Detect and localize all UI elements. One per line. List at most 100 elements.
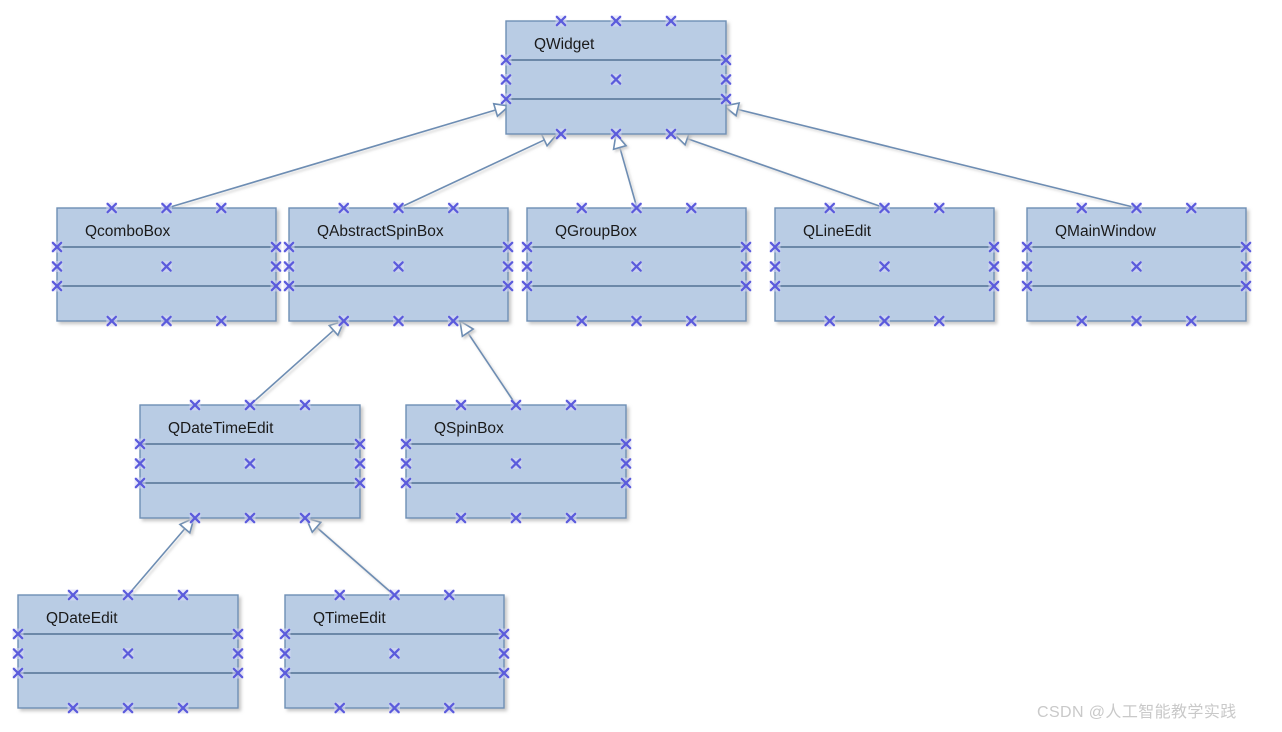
selection-handle[interactable] — [270, 261, 282, 272]
selection-handle[interactable] — [1076, 315, 1088, 327]
selection-handle[interactable] — [393, 202, 404, 214]
selection-handle[interactable] — [232, 628, 244, 640]
selection-handle[interactable] — [610, 15, 622, 27]
selection-handle[interactable] — [134, 438, 146, 450]
selection-handle[interactable] — [933, 315, 945, 327]
class-selection-handles[interactable] — [279, 589, 510, 714]
selection-handle[interactable] — [1131, 315, 1142, 327]
selection-handle[interactable] — [500, 54, 512, 66]
class-selection-handles[interactable] — [500, 15, 732, 140]
selection-handle[interactable] — [521, 261, 533, 272]
selection-handle[interactable] — [447, 315, 459, 327]
selection-handle[interactable] — [988, 261, 1000, 272]
selection-handle[interactable] — [521, 241, 533, 253]
selection-handle[interactable] — [215, 202, 227, 214]
selection-handle[interactable] — [720, 93, 732, 105]
selection-handle[interactable] — [1185, 315, 1197, 327]
selection-handle[interactable] — [500, 93, 512, 105]
class-selection-handles[interactable] — [134, 399, 366, 524]
class-selection-handles[interactable] — [1021, 202, 1252, 327]
selection-handle[interactable] — [502, 280, 514, 292]
selection-handle[interactable] — [1240, 241, 1252, 253]
selection-handle[interactable] — [500, 74, 512, 85]
selection-handle[interactable] — [555, 128, 567, 140]
selection-handle[interactable] — [1021, 280, 1033, 292]
selection-handle[interactable] — [769, 241, 781, 253]
class-selection-handles[interactable] — [521, 202, 752, 327]
generalization-arrow[interactable] — [722, 102, 1138, 209]
selection-handle[interactable] — [498, 628, 510, 640]
selection-handle[interactable] — [610, 74, 622, 85]
selection-handle[interactable] — [720, 74, 732, 85]
generalization-arrow[interactable] — [249, 319, 346, 406]
selection-handle[interactable] — [455, 399, 467, 411]
class-selection-handles[interactable] — [769, 202, 1000, 327]
selection-handle[interactable] — [879, 261, 890, 272]
selection-handle[interactable] — [189, 512, 201, 524]
selection-handle[interactable] — [51, 280, 63, 292]
selection-handle[interactable] — [510, 458, 522, 469]
selection-handle[interactable] — [232, 667, 244, 679]
selection-handle[interactable] — [631, 261, 642, 272]
selection-handle[interactable] — [244, 512, 256, 524]
selection-handle[interactable] — [1185, 202, 1197, 214]
selection-handle[interactable] — [447, 202, 459, 214]
selection-handle[interactable] — [685, 315, 697, 327]
selection-handle[interactable] — [565, 512, 577, 524]
selection-handle[interactable] — [879, 315, 890, 327]
selection-handle[interactable] — [279, 628, 291, 640]
selection-handle[interactable] — [283, 241, 295, 253]
selection-handle[interactable] — [879, 202, 890, 214]
selection-handle[interactable] — [161, 315, 172, 327]
generalization-arrow[interactable] — [458, 319, 517, 406]
selection-handle[interactable] — [400, 458, 412, 469]
selection-handle[interactable] — [988, 280, 1000, 292]
selection-handle[interactable] — [334, 702, 346, 714]
selection-handle[interactable] — [354, 438, 366, 450]
selection-handle[interactable] — [443, 702, 455, 714]
selection-handle[interactable] — [12, 648, 24, 659]
selection-handle[interactable] — [988, 241, 1000, 253]
selection-handle[interactable] — [389, 589, 400, 601]
selection-handle[interactable] — [354, 477, 366, 489]
selection-handle[interactable] — [620, 438, 632, 450]
selection-handle[interactable] — [740, 241, 752, 253]
selection-handle[interactable] — [354, 458, 366, 469]
generalization-arrow[interactable] — [304, 516, 395, 596]
selection-handle[interactable] — [521, 280, 533, 292]
selection-handle[interactable] — [270, 241, 282, 253]
selection-handle[interactable] — [299, 512, 311, 524]
selection-handle[interactable] — [122, 648, 134, 659]
selection-handle[interactable] — [769, 261, 781, 272]
selection-handle[interactable] — [720, 54, 732, 66]
selection-handle[interactable] — [189, 399, 201, 411]
generalization-arrow[interactable] — [398, 133, 559, 209]
selection-handle[interactable] — [620, 477, 632, 489]
selection-handle[interactable] — [279, 648, 291, 659]
selection-handle[interactable] — [631, 202, 642, 214]
selection-handle[interactable] — [631, 315, 642, 327]
selection-handle[interactable] — [122, 702, 134, 714]
selection-handle[interactable] — [576, 315, 588, 327]
selection-handle[interactable] — [106, 202, 118, 214]
selection-handle[interactable] — [67, 589, 79, 601]
selection-handle[interactable] — [338, 202, 350, 214]
selection-handle[interactable] — [299, 399, 311, 411]
selection-handle[interactable] — [215, 315, 227, 327]
selection-handle[interactable] — [769, 280, 781, 292]
generalization-arrow[interactable] — [166, 102, 511, 209]
selection-handle[interactable] — [400, 477, 412, 489]
selection-handle[interactable] — [51, 261, 63, 272]
selection-handle[interactable] — [389, 702, 400, 714]
selection-handle[interactable] — [400, 438, 412, 450]
class-selection-handles[interactable] — [12, 589, 244, 714]
selection-handle[interactable] — [1021, 261, 1033, 272]
selection-handle[interactable] — [576, 202, 588, 214]
selection-handle[interactable] — [12, 667, 24, 679]
selection-handle[interactable] — [134, 477, 146, 489]
selection-handle[interactable] — [177, 589, 189, 601]
selection-handle[interactable] — [502, 241, 514, 253]
selection-handle[interactable] — [933, 202, 945, 214]
selection-handle[interactable] — [279, 667, 291, 679]
selection-handle[interactable] — [740, 261, 752, 272]
